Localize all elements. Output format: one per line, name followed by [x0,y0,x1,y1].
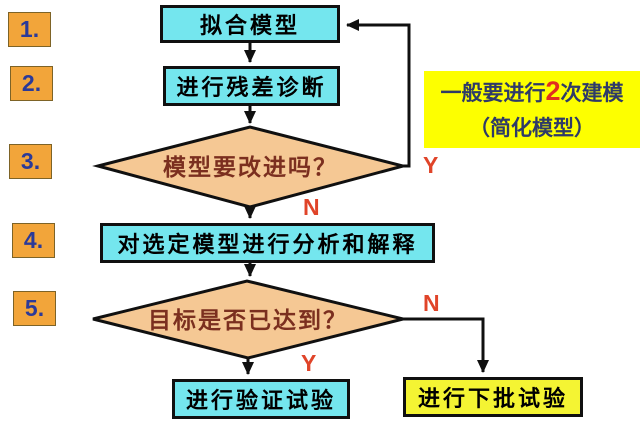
node-verify-experiment: 进行验证试验 [172,379,350,419]
decision-goal-diamond [92,279,404,360]
node-next-batch-experiment: 进行下批试验 [403,377,583,417]
step-number-1: 1. [8,12,51,47]
branch-label-no-goal: N [423,290,440,316]
note-text-post: 次建模 [560,81,624,105]
step-number-2: 2. [10,66,53,101]
step-number-5: 5. [13,291,56,326]
annotation-note-line1: 一般要进行2次建模 [440,77,623,107]
step-number-4: 4. [12,223,55,258]
decision-improve-diamond [92,125,409,209]
branch-label-yes-improve: Y [423,152,439,178]
step-number-3: 3. [9,144,52,179]
decision-goal-label: 目标是否已达到？ [148,307,348,333]
note-number-2: 2 [545,75,561,106]
node-residual-diagnosis: 进行残差诊断 [163,66,340,106]
branch-label-no-improve: N [303,194,320,220]
annotation-note-line2: （简化模型） [469,117,595,141]
arrow-goal-no-branch [403,317,489,373]
node-analyze-model: 对选定模型进行分析和解释 [100,223,435,263]
annotation-note: 一般要进行2次建模 （简化模型） [424,71,640,148]
note-text-pre: 一般要进行 [440,81,546,105]
decision-improve-label: 模型要改进吗？ [163,154,338,180]
arrow-improve-yes-feedback [346,19,411,168]
node-fit-model: 拟合模型 [160,5,340,43]
branch-label-yes-goal: Y [301,350,317,376]
